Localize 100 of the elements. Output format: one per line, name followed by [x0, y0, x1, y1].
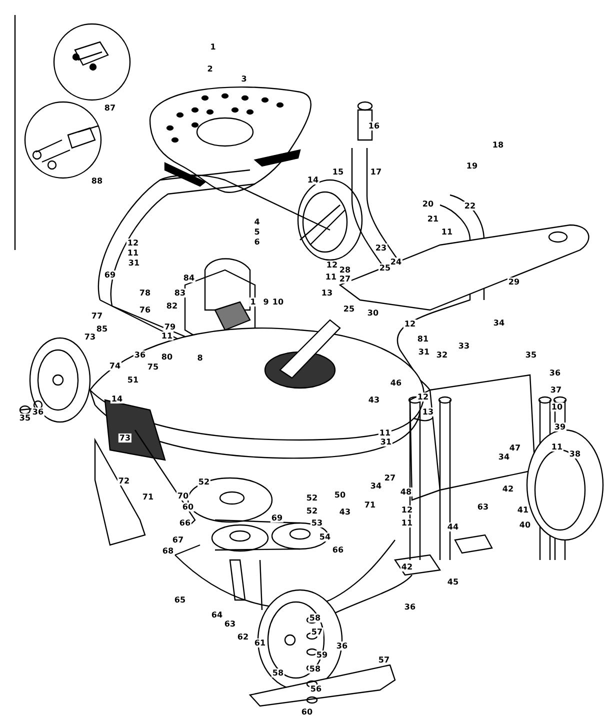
callout-number: 60: [300, 708, 314, 716]
callout-number: 34: [492, 318, 506, 328]
callout-number: 13: [421, 408, 435, 416]
callout-number: 24: [389, 258, 403, 266]
callout-number: 16: [367, 122, 381, 130]
callout-number: 37: [549, 386, 563, 394]
callout-number: 42: [400, 562, 414, 572]
callout-number: 69: [103, 270, 117, 280]
callout-number: 84: [182, 274, 196, 282]
callout-number: 52: [305, 494, 319, 502]
callout-number: 45: [446, 578, 460, 586]
callout-number: 31: [379, 438, 393, 446]
callout-number: 57: [310, 628, 324, 636]
callout-number: 73: [118, 434, 132, 442]
callout-number: 52: [305, 506, 319, 516]
callout-number: 52: [197, 478, 211, 486]
callout-number: 10: [550, 402, 564, 412]
callout-number: 36: [133, 350, 147, 360]
callout-number: 83: [173, 288, 187, 298]
callout-number: 70: [176, 492, 190, 500]
callout-number: 41: [516, 506, 530, 514]
callout-number: 11: [550, 442, 564, 452]
callout-number: 32: [435, 350, 449, 360]
callout-number: 33: [457, 342, 471, 350]
callout-number: 11: [440, 228, 454, 236]
callout-number: 75: [146, 362, 160, 372]
callout-number: 44: [446, 522, 460, 532]
callout-number: 87: [103, 104, 117, 112]
callout-number: 72: [117, 476, 131, 486]
callout-number: 8: [196, 354, 204, 362]
callout-number: 51: [126, 376, 140, 384]
callout-number: 57: [377, 656, 391, 664]
callout-number: 73: [83, 332, 97, 342]
callout-number: 39: [553, 422, 567, 432]
callout-number: 82: [165, 302, 179, 310]
callout-number: 34: [369, 482, 383, 490]
callout-number: 12: [126, 238, 140, 248]
callout-number: 58: [271, 668, 285, 678]
callout-number: 25: [378, 264, 392, 272]
callout-number: 35: [18, 414, 32, 422]
callout-number: 1: [249, 298, 257, 306]
callout-number: 65: [173, 596, 187, 604]
callout-number: 40: [518, 520, 532, 530]
callout-number: 63: [476, 502, 490, 512]
callout-number: 31: [417, 348, 431, 356]
callout-number: 1: [209, 42, 217, 52]
callout-number: 22: [463, 202, 477, 210]
callout-number: 68: [161, 546, 175, 556]
callout-number: 20: [421, 200, 435, 208]
callout-number: 13: [320, 288, 334, 298]
callout-number: 76: [138, 306, 152, 314]
callout-number: 36: [31, 408, 45, 416]
callout-number: 23: [374, 244, 388, 252]
callout-number: 58: [308, 664, 322, 674]
callout-number: 6: [253, 238, 261, 246]
callout-number: 12: [403, 320, 417, 328]
callout-number: 36: [335, 642, 349, 650]
callout-number: 4: [253, 218, 261, 226]
callout-number: 59: [315, 650, 329, 660]
callout-number: 66: [178, 518, 192, 528]
callout-number: 31: [127, 258, 141, 268]
callout-number: 80: [160, 352, 174, 362]
callout-number: 5: [253, 228, 261, 236]
callout-number: 66: [331, 546, 345, 554]
callout-number: 61: [253, 638, 267, 648]
callout-number: 10: [271, 298, 285, 306]
callout-number: 42: [501, 484, 515, 494]
callout-number: 38: [568, 450, 582, 458]
callout-number: 67: [171, 536, 185, 544]
callout-number: 17: [369, 168, 383, 176]
callout-number: 62: [236, 632, 250, 642]
callout-number: 18: [491, 140, 505, 150]
callout-number: 2: [206, 64, 214, 74]
callout-number: 34: [497, 452, 511, 462]
callout-number: 12: [400, 506, 414, 514]
callout-number: 69: [270, 514, 284, 522]
callout-number: 46: [389, 378, 403, 388]
callout-number: 43: [367, 396, 381, 404]
callout-number: 88: [90, 176, 104, 186]
callout-number: 11: [400, 518, 414, 528]
callout-number: 43: [338, 508, 352, 516]
callout-number: 56: [309, 684, 323, 694]
callout-number: 28: [338, 266, 352, 274]
callout-number: 14: [306, 176, 320, 184]
callout-number: 58: [308, 614, 322, 622]
callout-number: 74: [108, 362, 122, 370]
callout-number: 48: [399, 488, 413, 496]
callout-number: 11: [324, 272, 338, 282]
callout-number: 60: [181, 502, 195, 512]
callout-number: 53: [310, 518, 324, 528]
callout-number: 30: [366, 308, 380, 318]
callout-number: 71: [141, 492, 155, 502]
callout-number: 11: [160, 332, 174, 340]
callout-number: 63: [223, 620, 237, 628]
callout-number: 81: [416, 334, 430, 344]
callout-number: 29: [507, 278, 521, 286]
callout-number: 12: [416, 392, 430, 402]
callout-number: 36: [403, 602, 417, 612]
callout-number: 11: [378, 428, 392, 438]
callout-number: 27: [383, 474, 397, 482]
